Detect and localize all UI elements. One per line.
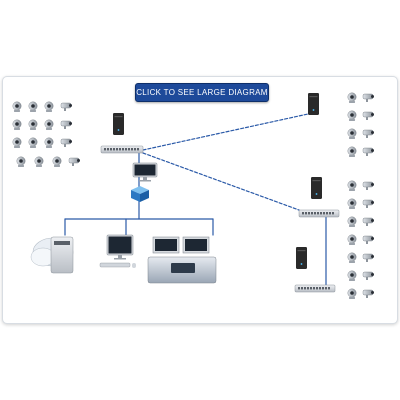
nvr-icon: [113, 113, 124, 135]
camera-icon: [347, 252, 357, 263]
camera-icon: [347, 146, 357, 157]
camera-icon: [362, 217, 374, 226]
camera-icon: [28, 137, 38, 148]
devices-layer: [12, 92, 374, 299]
diagram-panel[interactable]: CLICK TO SEE LARGE DIAGRAM: [2, 76, 398, 324]
camera-icon: [60, 102, 72, 111]
video-wall-icon: [147, 236, 217, 284]
camera-icon: [347, 128, 357, 139]
switch-icon: [100, 145, 144, 154]
network-icon: [131, 186, 149, 202]
links-layer: [64, 113, 327, 286]
camera-icon: [12, 137, 22, 148]
large-diagram-button-label: CLICK TO SEE LARGE DIAGRAM: [136, 88, 268, 97]
camera-icon: [347, 198, 357, 209]
camera-icon: [347, 288, 357, 299]
switch-icon: [294, 284, 336, 293]
workstation-icon: [106, 234, 134, 260]
camera-icon: [44, 119, 54, 130]
camera-icon: [28, 119, 38, 130]
camera-icon: [362, 271, 374, 280]
camera-icon: [44, 137, 54, 148]
camera-icon: [362, 93, 374, 102]
cloud-storage-icon: [30, 236, 74, 274]
camera-icon: [44, 101, 54, 112]
large-diagram-button[interactable]: CLICK TO SEE LARGE DIAGRAM: [135, 83, 269, 102]
camera-icon: [362, 289, 374, 298]
camera-icon: [362, 235, 374, 244]
link-switch-to-top-nvr: [142, 113, 309, 151]
nvr-icon: [296, 247, 307, 269]
nvr-icon: [308, 93, 319, 115]
camera-icon: [34, 156, 44, 167]
camera-icon: [16, 156, 26, 167]
network-diagram: [12, 92, 374, 299]
keyboard-icon: [99, 262, 131, 268]
nvr-icon: [311, 177, 322, 199]
camera-icon: [362, 253, 374, 262]
camera-icon: [362, 129, 374, 138]
camera-icon: [28, 101, 38, 112]
camera-icon: [347, 270, 357, 281]
camera-icon: [347, 180, 357, 191]
link-switch-to-right-switch: [142, 152, 300, 211]
mouse-icon: [132, 263, 136, 268]
camera-icon: [12, 119, 22, 130]
camera-icon: [362, 199, 374, 208]
camera-icon: [362, 111, 374, 120]
camera-icon: [12, 101, 22, 112]
camera-icon: [68, 157, 80, 166]
camera-icon: [347, 216, 357, 227]
camera-icon: [347, 110, 357, 121]
camera-icon: [60, 138, 72, 147]
camera-icon: [60, 120, 72, 129]
monitor-icon: [132, 162, 158, 182]
switch-icon: [298, 209, 340, 218]
camera-icon: [362, 147, 374, 156]
camera-icon: [52, 156, 62, 167]
camera-icon: [362, 181, 374, 190]
camera-icon: [347, 234, 357, 245]
camera-icon: [347, 92, 357, 103]
